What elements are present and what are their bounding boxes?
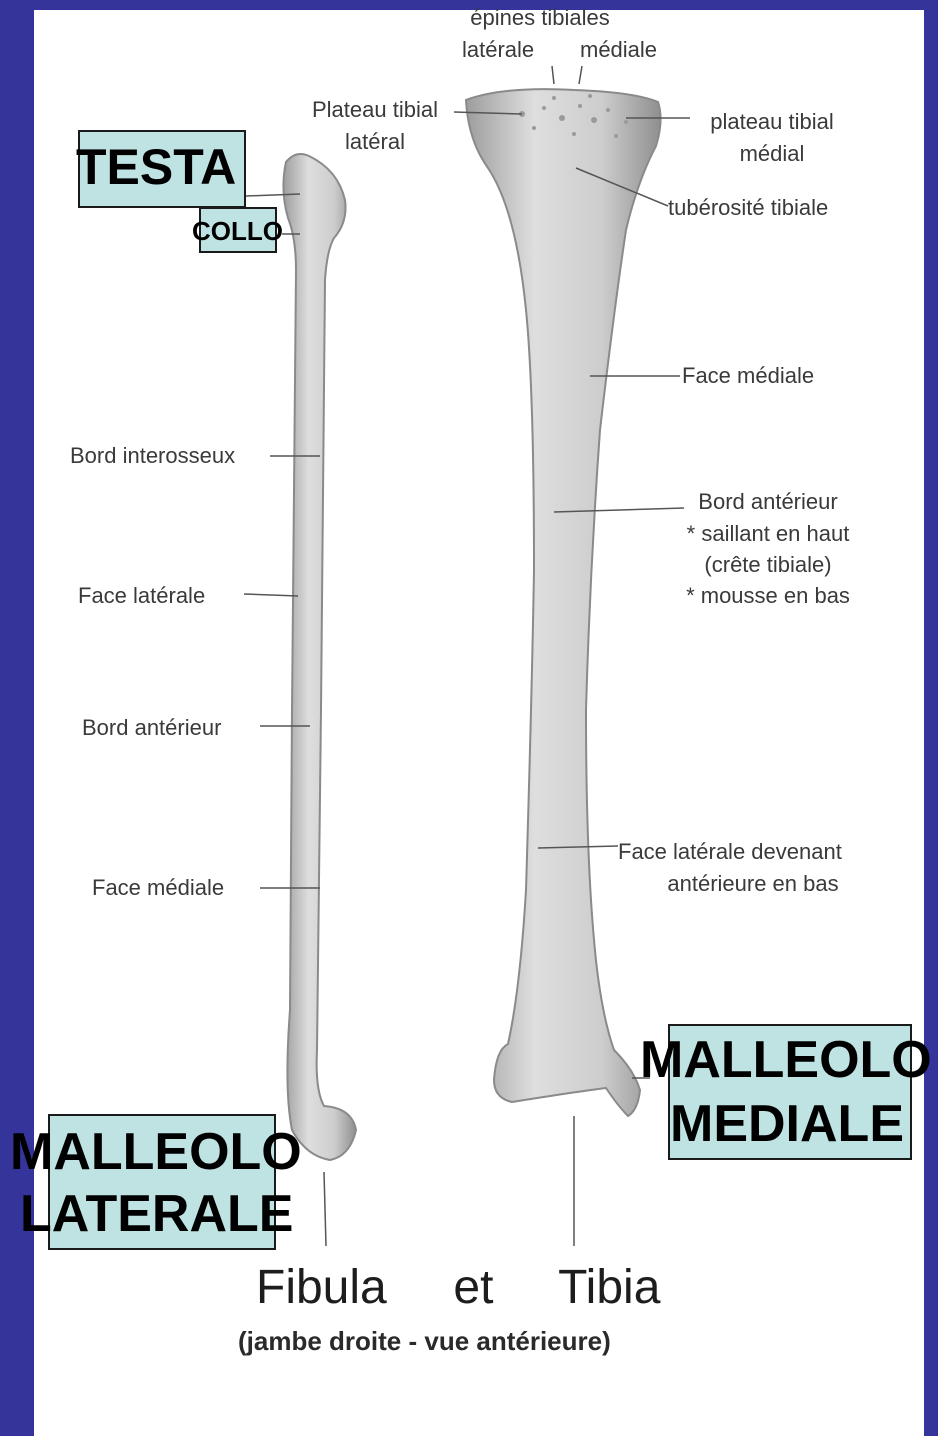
label-face-laterale-fibula: Face latérale xyxy=(78,580,205,611)
label-epines-tibiales: épines tibiales xyxy=(470,2,610,33)
label-epine-laterale: latérale xyxy=(462,34,534,65)
label-bord-interosseux: Bord interosseux xyxy=(70,440,235,471)
label-plateau-lateral-line2: latéral xyxy=(296,126,454,157)
label-bord-anterieur-tibia-line3: (crête tibiale) xyxy=(660,549,876,580)
fibula-bone xyxy=(283,154,356,1160)
label-plateau-lateral-line1: Plateau tibial xyxy=(296,94,454,125)
tibia-bone xyxy=(466,89,661,1116)
overlay-malleolo-laterale-line1: MALLEOLO xyxy=(10,1122,302,1182)
title-fibula: Fibula xyxy=(256,1260,387,1315)
figure-title: Fibula et Tibia xyxy=(256,1260,660,1315)
overlay-malleolo-laterale-line2: LATERALE xyxy=(20,1184,293,1244)
label-plateau-medial-line2: médial xyxy=(692,138,852,169)
overlay-testa: TESTA xyxy=(76,138,236,196)
overlay-collo: COLLO xyxy=(192,216,283,247)
label-bord-anterieur-tibia-line2: * saillant en haut xyxy=(660,518,876,549)
label-face-mediale-tibia: Face médiale xyxy=(682,360,814,391)
overlay-malleolo-mediale-line2: MEDIALE xyxy=(670,1094,904,1154)
label-epine-mediale: médiale xyxy=(580,34,657,65)
label-face-laterale-tibia-line1: Face latérale devenant xyxy=(618,836,842,867)
label-bord-anterieur-fibula: Bord antérieur xyxy=(82,712,221,743)
figure-subtitle: (jambe droite - vue antérieure) xyxy=(238,1326,611,1357)
title-tibia: Tibia xyxy=(558,1260,660,1315)
label-plateau-medial-line1: plateau tibial xyxy=(692,106,852,137)
title-et: et xyxy=(453,1260,493,1315)
label-bord-anterieur-tibia-line4: * mousse en bas xyxy=(660,580,876,611)
overlay-malleolo-mediale-line1: MALLEOLO xyxy=(640,1030,932,1090)
label-bord-anterieur-tibia-line1: Bord antérieur xyxy=(660,486,876,517)
label-face-laterale-tibia-line2: antérieure en bas xyxy=(618,868,888,899)
label-face-mediale-fibula: Face médiale xyxy=(92,872,224,903)
label-tuberosite-tibiale: tubérosité tibiale xyxy=(668,192,828,223)
diagram-canvas: épines tibiales latérale médiale Plateau… xyxy=(34,10,924,1436)
